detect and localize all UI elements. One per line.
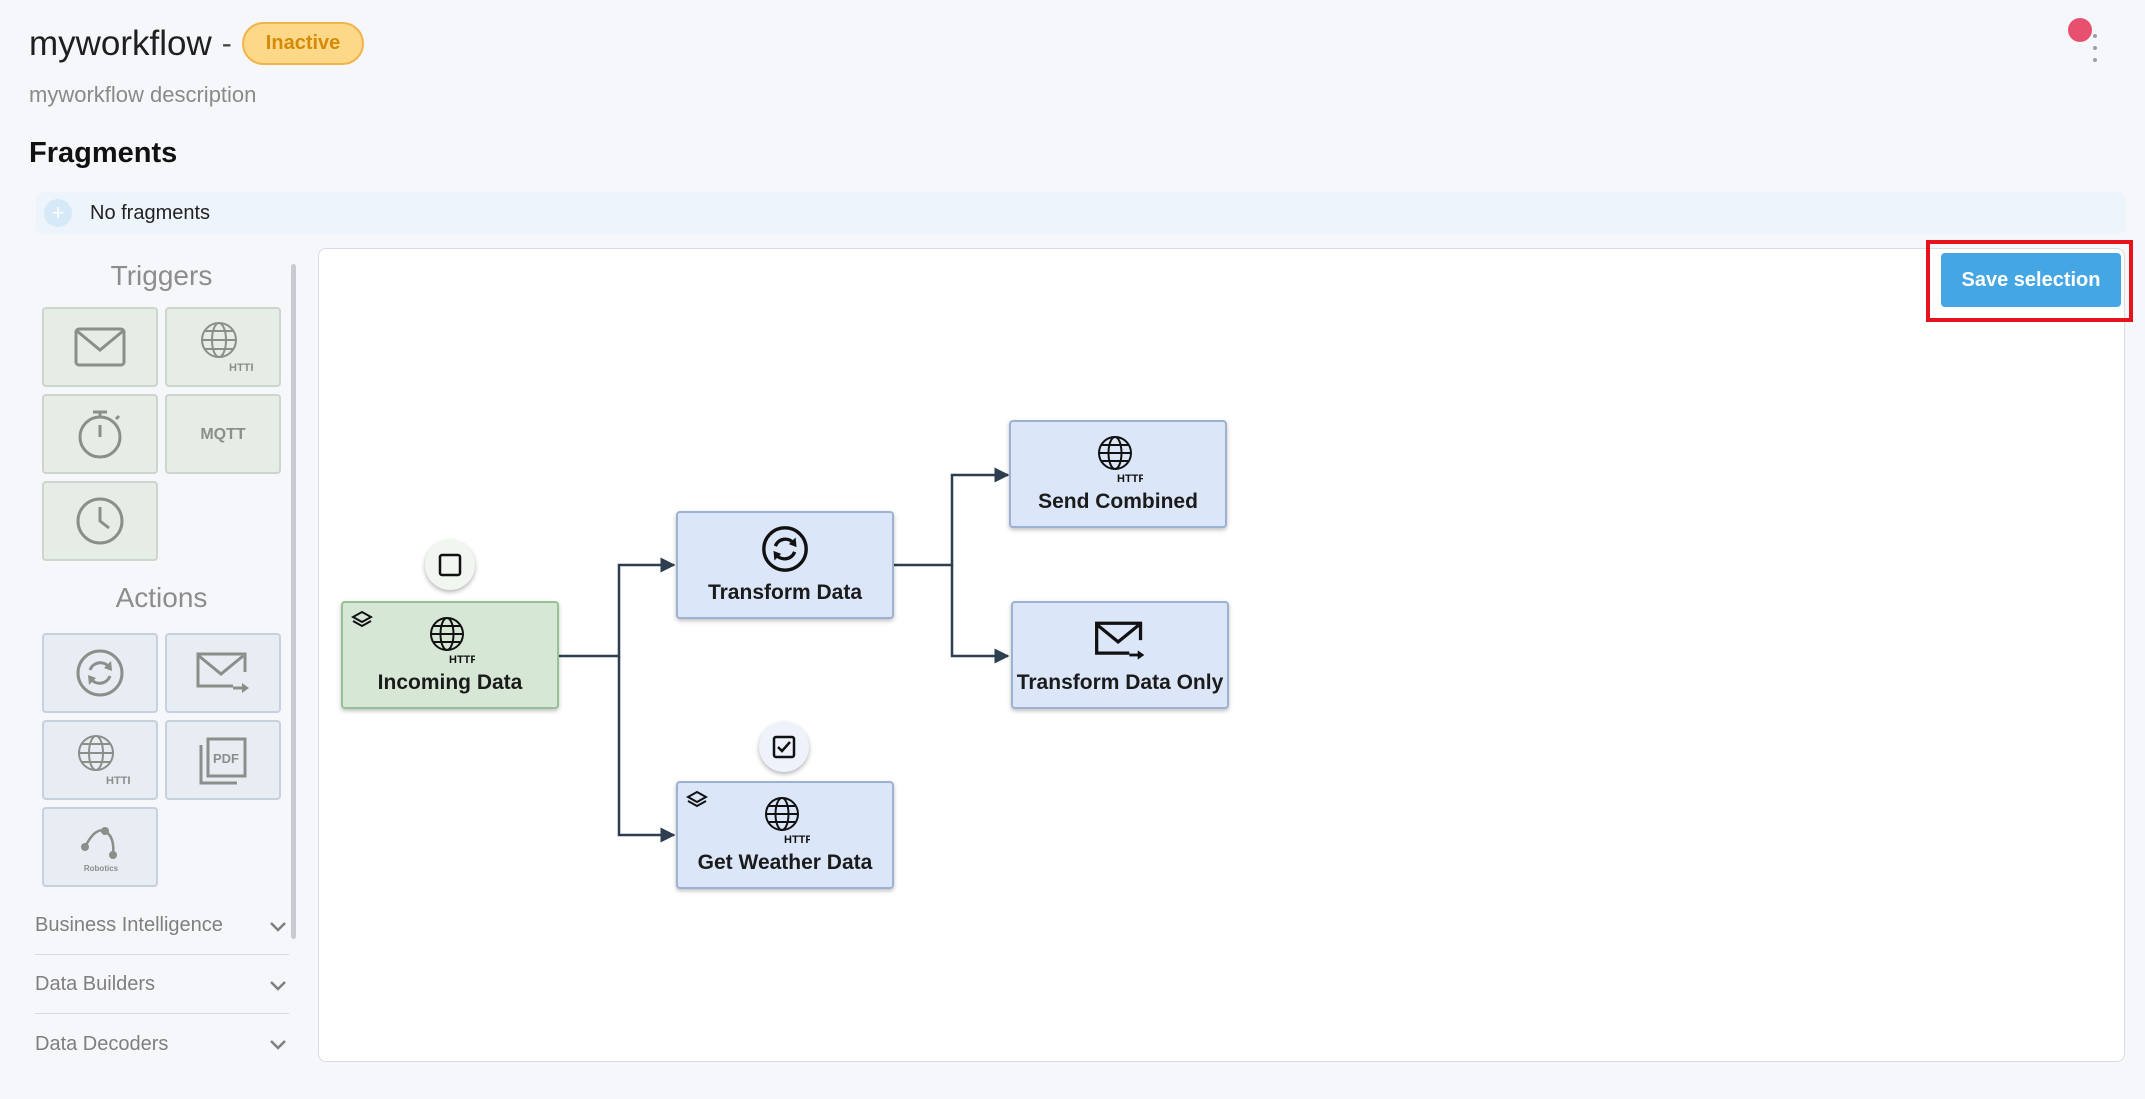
node-transform-data[interactable]: Transform Data (676, 511, 894, 619)
stopwatch-icon (78, 410, 122, 459)
svg-text:MQTT: MQTT (200, 426, 246, 443)
status-dot-icon (2068, 18, 2092, 42)
fragments-bar: + No fragments (36, 192, 2126, 234)
category-data-builders[interactable]: Data Builders (35, 956, 289, 1014)
palette-email-trigger[interactable] (42, 307, 158, 387)
node-palette: Triggers HTTP MQTT Actions HTTP PDF Robo… (29, 252, 305, 1072)
palette-robotics-action[interactable]: Robotics (42, 807, 158, 887)
svg-text:Robotics: Robotics (84, 864, 119, 873)
category-label: Data Decoders (35, 1032, 169, 1055)
node-transform-data-only[interactable]: Transform Data Only (1011, 601, 1229, 709)
category-label: Data Builders (35, 973, 156, 995)
palette-schedule-trigger[interactable] (42, 481, 158, 561)
edge-incoming-to-weather (617, 656, 676, 843)
svg-text:HTTP: HTTP (106, 775, 130, 787)
mail-icon (74, 327, 126, 367)
layers-icon (351, 610, 373, 628)
node-get-weather-data[interactable]: HTTP Get Weather Data (676, 781, 894, 889)
actions-heading: Actions (115, 582, 208, 613)
edge-transform-to-transform-only (950, 565, 1010, 664)
edge-transform-to-send (893, 467, 1010, 567)
robotics-icon: Robotics (81, 827, 119, 873)
palette-timer-trigger[interactable] (42, 394, 158, 474)
node-label: Transform Data Only (1016, 671, 1224, 694)
http-globe-icon: HTTP (78, 735, 130, 787)
fragments-empty-text: No fragments (90, 201, 211, 224)
workflow-description: myworkflow description (29, 82, 257, 107)
svg-text:HTTP: HTTP (1117, 473, 1143, 484)
http-globe-icon: HTTP (765, 797, 810, 845)
category-data-decoders[interactable]: Data Decoders (35, 1015, 289, 1073)
workflow-header: myworkflow - Inactive (29, 22, 365, 65)
palette-transform-action[interactable] (42, 633, 158, 713)
save-selection-button[interactable]: Save selection (1941, 253, 2121, 307)
layers-icon (686, 790, 708, 808)
transform-sync-icon (762, 526, 808, 572)
title-separator: - (221, 26, 232, 60)
svg-text:HTTP: HTTP (784, 834, 810, 845)
node-select-toggle[interactable] (759, 722, 809, 772)
send-mail-icon (196, 652, 249, 693)
chevron-down-icon (270, 1040, 286, 1050)
pdf-icon: PDF (199, 737, 247, 785)
category-label: Business Intelligence (35, 914, 223, 936)
workflow-title: myworkflow (29, 23, 212, 63)
node-label: Get Weather Data (697, 851, 873, 874)
transform-sync-icon (76, 649, 124, 697)
node-incoming-data[interactable]: HTTP Incoming Data (341, 601, 559, 709)
chevron-down-icon (270, 980, 286, 991)
clock-icon (76, 497, 124, 545)
save-selection-highlight (1926, 240, 2133, 322)
fragments-heading: Fragments (29, 137, 178, 169)
category-business-intelligence[interactable]: Business Intelligence (35, 897, 289, 955)
chevron-down-icon (270, 921, 286, 932)
send-mail-icon (1095, 621, 1145, 660)
palette-send-mail-action[interactable] (165, 633, 281, 713)
mqtt-icon: MQTT (200, 426, 246, 443)
node-label: Send Combined (1038, 490, 1198, 513)
status-badge: Inactive (241, 22, 365, 65)
node-select-toggle[interactable] (425, 540, 475, 590)
checkbox-empty-icon (438, 553, 462, 577)
svg-text:HTTP: HTTP (229, 362, 253, 374)
more-options-icon[interactable] (2090, 34, 2100, 62)
node-label: Incoming Data (377, 671, 523, 694)
add-fragment-icon[interactable]: + (44, 199, 72, 227)
palette-mqtt-trigger[interactable]: MQTT (165, 394, 281, 474)
palette-pdf-action[interactable]: PDF (165, 720, 281, 800)
node-send-combined[interactable]: HTTP Send Combined (1009, 420, 1227, 528)
node-label: Transform Data (707, 581, 863, 604)
triggers-heading: Triggers (110, 260, 213, 291)
svg-text:PDF: PDF (213, 751, 239, 766)
http-globe-icon: HTTP (430, 617, 475, 665)
svg-text:HTTP: HTTP (449, 654, 475, 665)
http-globe-icon: HTTP (1098, 436, 1143, 484)
palette-scrollbar[interactable] (291, 264, 296, 939)
palette-http-trigger[interactable]: HTTP (165, 307, 281, 387)
palette-http-action[interactable]: HTTP (42, 720, 158, 800)
edge-incoming-to-transform (558, 557, 676, 658)
http-globe-icon: HTTP (201, 322, 253, 374)
checkbox-checked-icon (772, 735, 796, 759)
